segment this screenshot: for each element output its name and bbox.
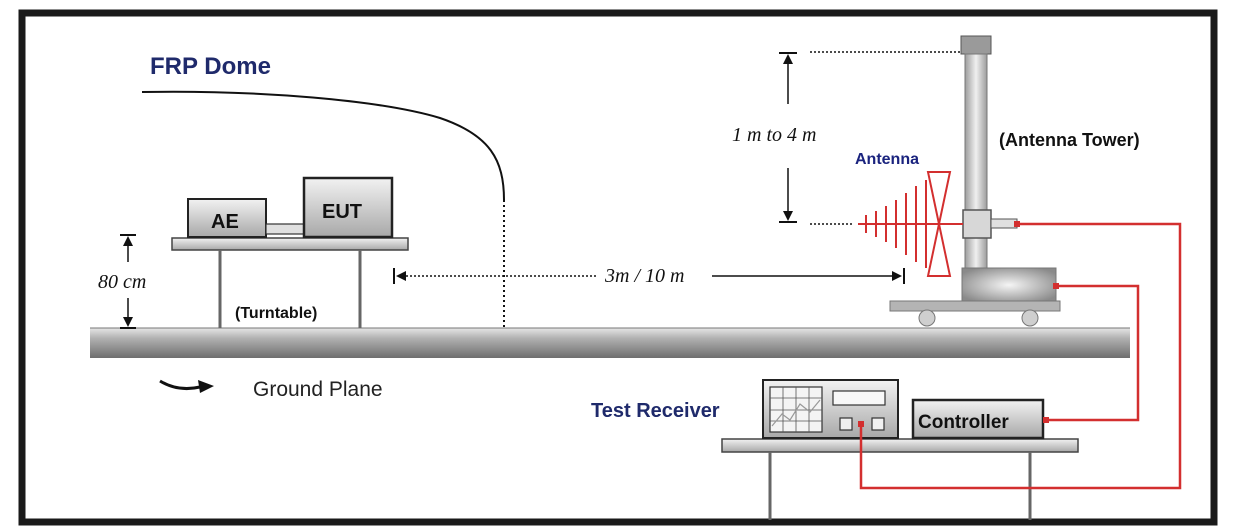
tower-platform [889, 300, 1061, 312]
turntable-table: (Turntable) [171, 237, 409, 328]
ground-plane-label: Ground Plane [253, 378, 383, 401]
antenna-to-receiver-cable [859, 222, 1182, 490]
receiver-table [721, 438, 1079, 520]
outer-frame [18, 9, 1218, 526]
eut-label: EUT [322, 201, 362, 223]
frp-dome-label: FRP Dome [150, 53, 271, 80]
antenna [858, 171, 963, 277]
eut-box: EUT [302, 176, 394, 239]
distance-label: 3m / 10 m [604, 265, 684, 287]
tower-wheel-right [1021, 309, 1039, 327]
antenna-height-dimension: 1 m to 4 m [732, 51, 960, 225]
ae-box: AE [187, 198, 267, 238]
tower-top-cap [960, 35, 992, 55]
antenna-label: Antenna [855, 151, 919, 168]
turntable-label: (Turntable) [235, 305, 317, 322]
curved-arrow-icon [159, 379, 201, 390]
tower-mast [964, 53, 988, 301]
ground-plane-legend: Ground Plane [159, 378, 383, 401]
test-receiver-label: Test Receiver [591, 400, 720, 422]
ae-eut-cable [265, 223, 305, 235]
antenna-height-label: 1 m to 4 m [732, 124, 816, 146]
controller-label: Controller [918, 412, 1009, 433]
tower-to-controller-cable [1043, 284, 1140, 422]
tower-wheel-left [918, 309, 936, 327]
antenna-mount [962, 209, 992, 239]
height-80cm-label: 80 cm [98, 271, 146, 293]
ground-plane [90, 328, 1130, 358]
distance-dimension: 3m / 10 m [393, 265, 905, 287]
frp-dome: FRP Dome [141, 53, 505, 328]
dome-arc [141, 90, 505, 201]
ae-label: AE [211, 211, 239, 233]
tower-base [961, 267, 1057, 303]
height-dimension-80cm: 80 cm [98, 234, 146, 329]
cables [859, 222, 1182, 490]
test-receiver: Test Receiver [591, 379, 899, 439]
bicone-upper [926, 171, 952, 225]
antenna-tower-label: (Antenna Tower) [999, 130, 1140, 150]
bicone-lower [926, 223, 952, 277]
controller: Controller [911, 398, 1045, 440]
antenna-tower: (Antenna Tower) [889, 35, 1140, 327]
